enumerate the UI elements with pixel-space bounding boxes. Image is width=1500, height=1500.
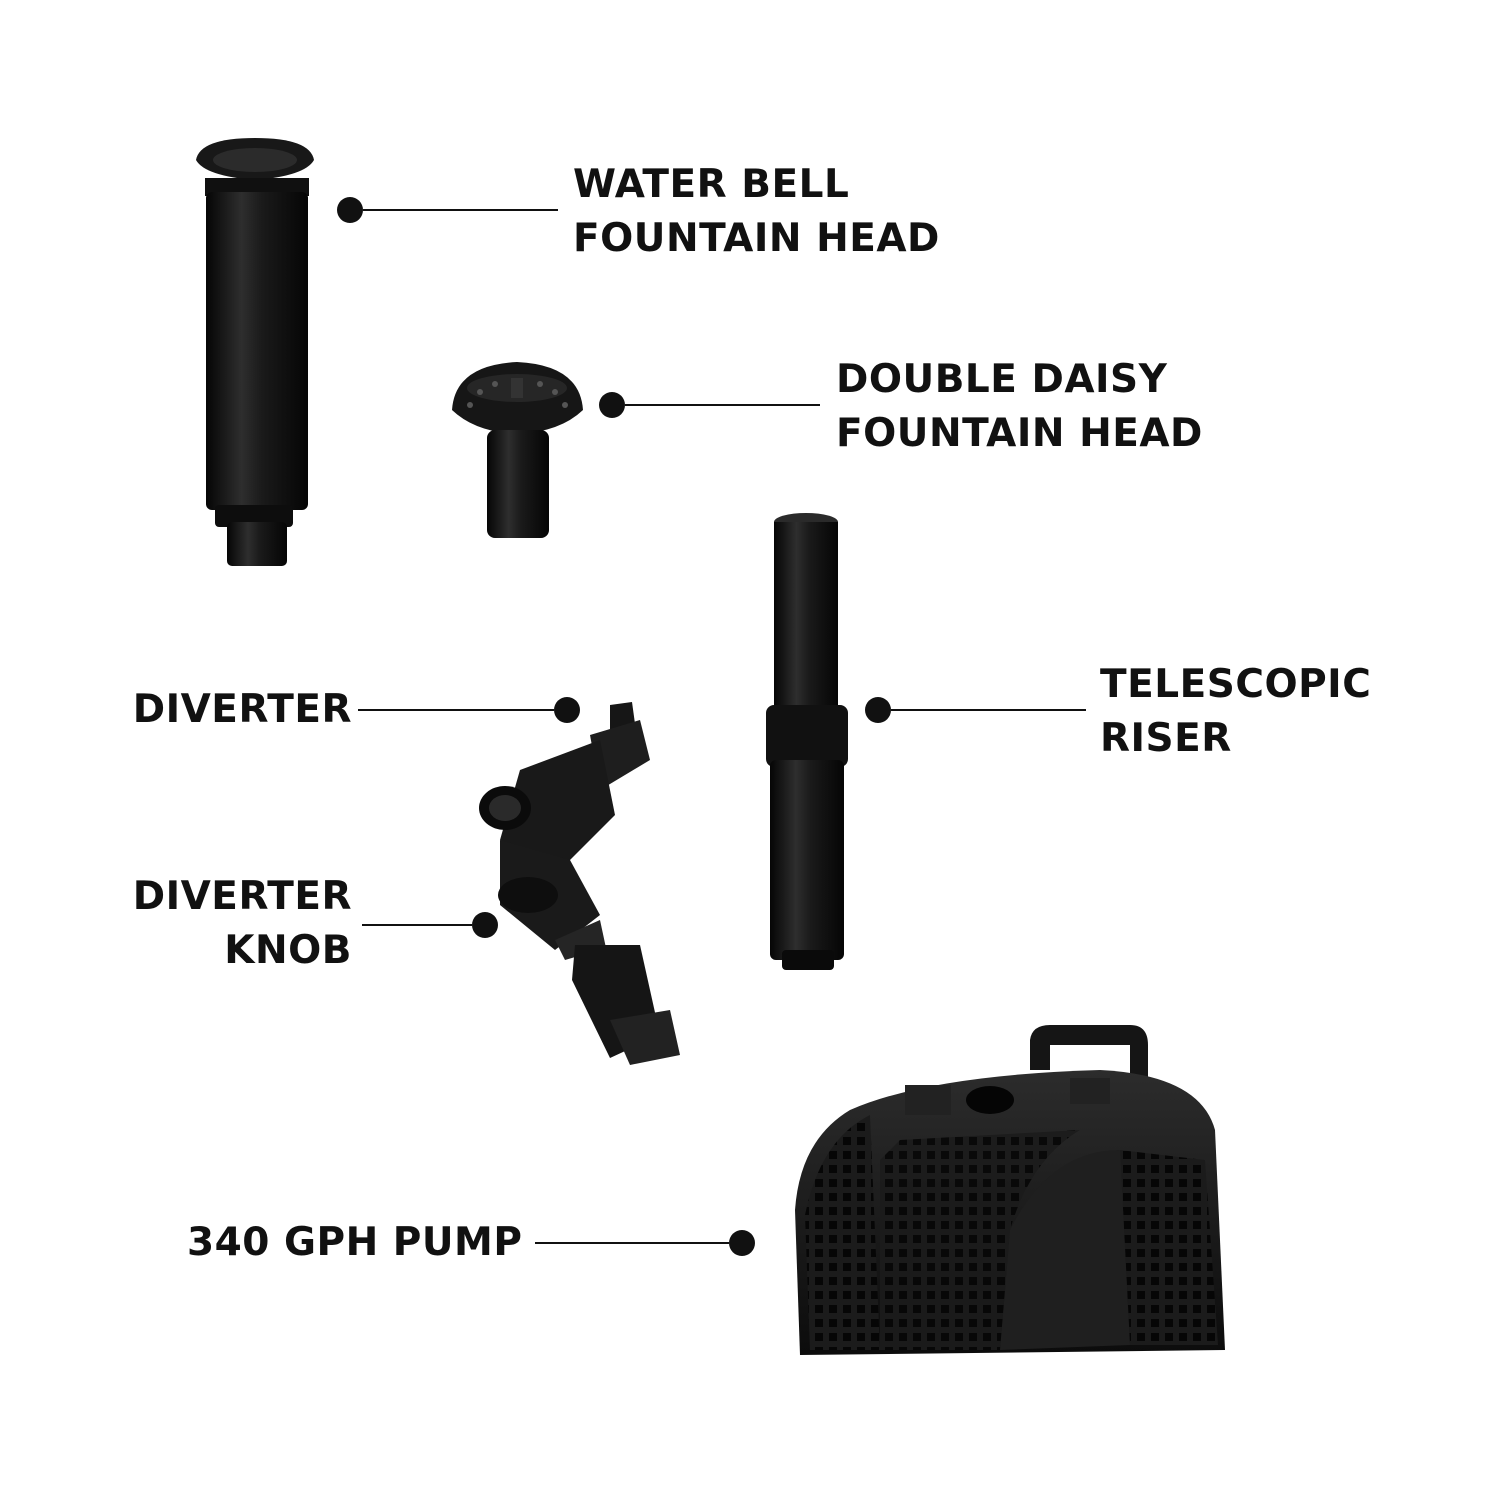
label-diverter-knob-line-1: DIVERTER (132, 874, 352, 919)
label-double-daisy-line-2: FOUNTAIN HEAD (836, 411, 1203, 456)
leader-double-daisy (599, 392, 820, 418)
telescopic-riser-icon (766, 513, 848, 970)
label-telescopic-riser-line-2: RISER (1100, 716, 1232, 761)
label-telescopic-riser: TELESCOPIC RISER (1100, 658, 1371, 766)
double-daisy-fountain-head-icon (452, 362, 583, 538)
label-water-bell-line-2: FOUNTAIN HEAD (573, 216, 940, 261)
leader-pump (535, 1230, 755, 1256)
label-telescopic-riser-line-1: TELESCOPIC (1100, 662, 1372, 707)
leader-diverter (358, 697, 580, 723)
label-diverter-line-1: DIVERTER (132, 687, 352, 732)
label-water-bell: WATER BELL FOUNTAIN HEAD (573, 158, 940, 266)
label-diverter-knob-line-2: KNOB (224, 928, 352, 973)
label-double-daisy: DOUBLE DAISY FOUNTAIN HEAD (836, 353, 1203, 461)
label-pump: 340 GPH PUMP (187, 1216, 522, 1270)
label-diverter: DIVERTER (133, 683, 352, 737)
leader-diverter-knob (362, 912, 498, 938)
label-double-daisy-line-1: DOUBLE DAISY (836, 357, 1168, 402)
diverter-icon (479, 702, 650, 950)
label-water-bell-line-1: WATER BELL (573, 162, 850, 207)
leader-water-bell (337, 197, 558, 223)
leader-telescopic-riser (865, 697, 1086, 723)
label-pump-line-1: 340 GPH PUMP (187, 1220, 523, 1265)
water-bell-fountain-head-icon (196, 138, 314, 566)
pump-icon (795, 1025, 1225, 1355)
label-diverter-knob: DIVERTER KNOB (133, 870, 352, 978)
diverter-knob-icon (498, 877, 680, 1065)
